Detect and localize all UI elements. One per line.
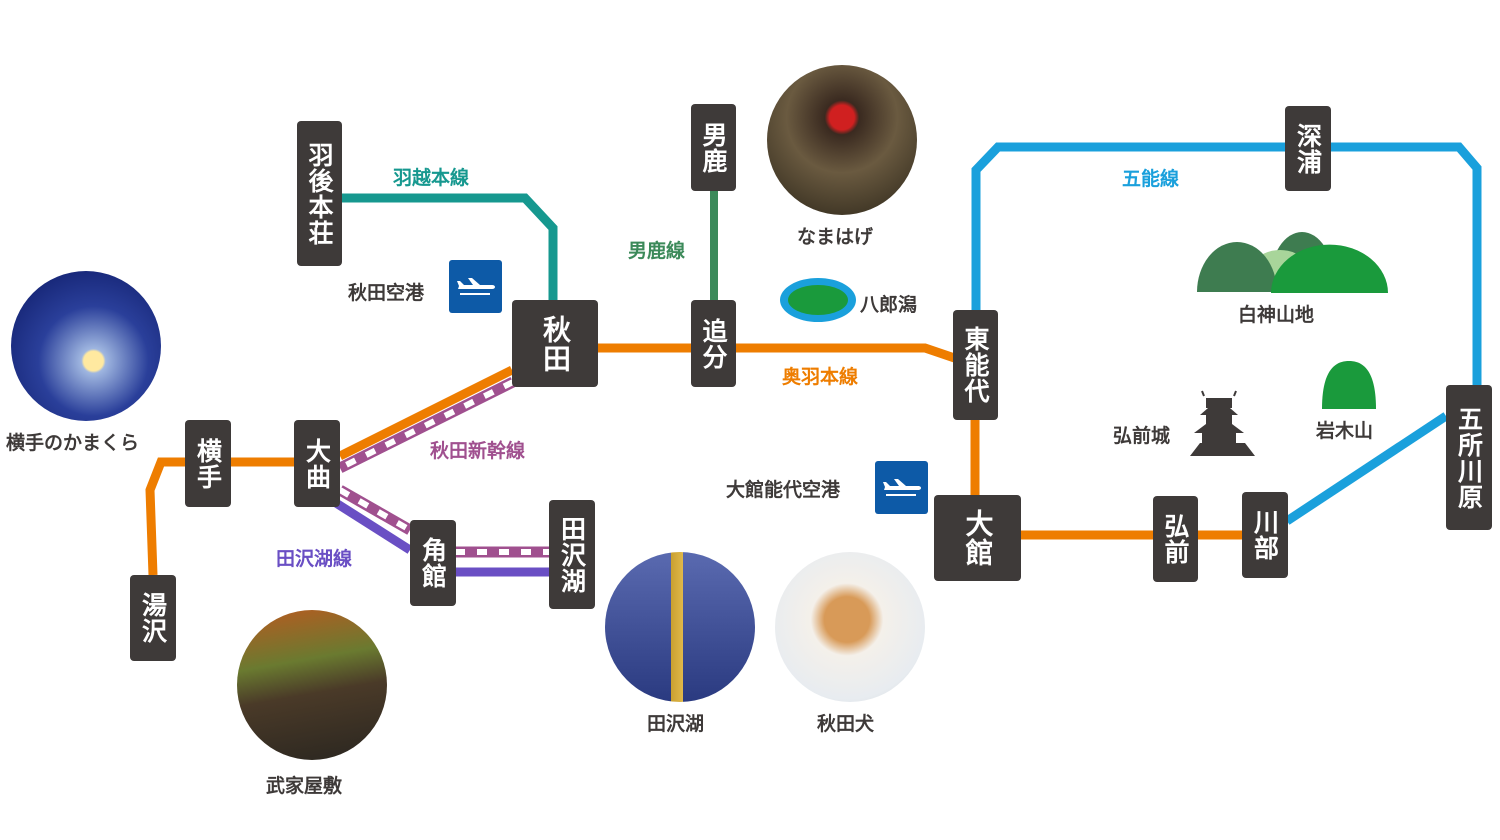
station-omagari[interactable]: 大曲 xyxy=(294,420,340,507)
bukeyashiki-photo xyxy=(237,610,387,760)
station-yuzawa[interactable]: 湯沢 xyxy=(130,575,176,661)
tazawako-line xyxy=(333,499,413,554)
ou-line-label: 奥羽本線 xyxy=(782,366,859,388)
gono-line xyxy=(971,142,1482,385)
station-label: 横手 xyxy=(193,437,223,490)
airplane-icon[interactable] xyxy=(875,461,928,514)
station-oiwake[interactable]: 追分 xyxy=(691,300,736,387)
station-label: 秋田 xyxy=(539,314,572,373)
station-goshogawara[interactable]: 五所川原 xyxy=(1446,385,1492,530)
iwakisan-label: 岩木山 xyxy=(1316,420,1374,442)
akitainu-label: 秋田犬 xyxy=(817,713,875,735)
shirakami-label: 白神山地 xyxy=(1238,304,1315,326)
station-label: 大曲 xyxy=(302,437,332,490)
station-ugohonjo[interactable]: 羽後本荘 xyxy=(297,121,342,266)
namahage-photo xyxy=(767,65,917,215)
hachirogata-lake-icon xyxy=(780,278,856,322)
ou-line-north xyxy=(597,343,980,495)
akita-airport-label: 秋田空港 xyxy=(348,282,425,304)
station-label: 男鹿 xyxy=(699,121,728,174)
akitainu-photo xyxy=(775,552,925,702)
station-label: 羽後本荘 xyxy=(305,141,334,246)
oga-line-label: 男鹿線 xyxy=(628,240,686,262)
tazawako-photo xyxy=(605,552,755,702)
station-higashinoshiro[interactable]: 東能代 xyxy=(953,310,998,420)
tazawako-place-label: 田沢湖 xyxy=(647,713,705,735)
uetsu-line-label: 羽越本線 xyxy=(393,167,470,189)
ou-line-akita-omagari xyxy=(337,365,515,461)
station-akita[interactable]: 秋田 xyxy=(512,300,598,387)
station-label: 東能代 xyxy=(961,326,990,404)
iwakisan-mountain-icon xyxy=(1322,361,1376,409)
namahage-label: なまはげ xyxy=(797,226,874,248)
station-label: 弘前 xyxy=(1161,513,1190,565)
station-label: 追分 xyxy=(699,317,728,370)
station-label: 深浦 xyxy=(1293,122,1323,175)
station-label: 五所川原 xyxy=(1454,405,1484,510)
gono-line-label: 五能線 xyxy=(1122,168,1180,190)
station-label: 大館 xyxy=(961,509,995,567)
station-odate[interactable]: 大館 xyxy=(934,495,1021,581)
shirakami-mountains-icon xyxy=(1197,232,1388,293)
shinkansen-line xyxy=(337,377,549,558)
shinkansen-line-label: 秋田新幹線 xyxy=(430,440,526,462)
station-kakunodate[interactable]: 角館 xyxy=(410,520,456,606)
station-fukaura[interactable]: 深浦 xyxy=(1285,106,1331,191)
station-label: 湯沢 xyxy=(138,592,168,644)
kamakura-label: 横手のかまくら xyxy=(6,432,140,454)
airplane-icon[interactable] xyxy=(449,260,502,313)
station-label: 田沢湖 xyxy=(557,515,587,594)
station-label: 川部 xyxy=(1250,509,1280,561)
station-label: 角館 xyxy=(418,537,448,589)
station-kawabe[interactable]: 川部 xyxy=(1242,492,1288,578)
hirosakijo-label: 弘前城 xyxy=(1113,425,1171,447)
bukeyashiki-label: 武家屋敷 xyxy=(266,775,343,797)
kamakura-photo xyxy=(11,271,161,421)
hachirogata-label: 八郎潟 xyxy=(860,294,918,316)
uetsu-line xyxy=(342,193,558,300)
station-oga[interactable]: 男鹿 xyxy=(691,104,736,191)
station-tazawako[interactable]: 田沢湖 xyxy=(549,500,595,609)
gono-line-kawabe xyxy=(1284,412,1449,525)
odate-noshiro-airport-label: 大館能代空港 xyxy=(726,479,841,501)
station-yokote[interactable]: 横手 xyxy=(185,420,231,507)
station-hirosaki[interactable]: 弘前 xyxy=(1153,496,1198,582)
hirosaki-castle-icon xyxy=(1190,390,1255,456)
tazawako-line-label: 田沢湖線 xyxy=(276,548,353,570)
